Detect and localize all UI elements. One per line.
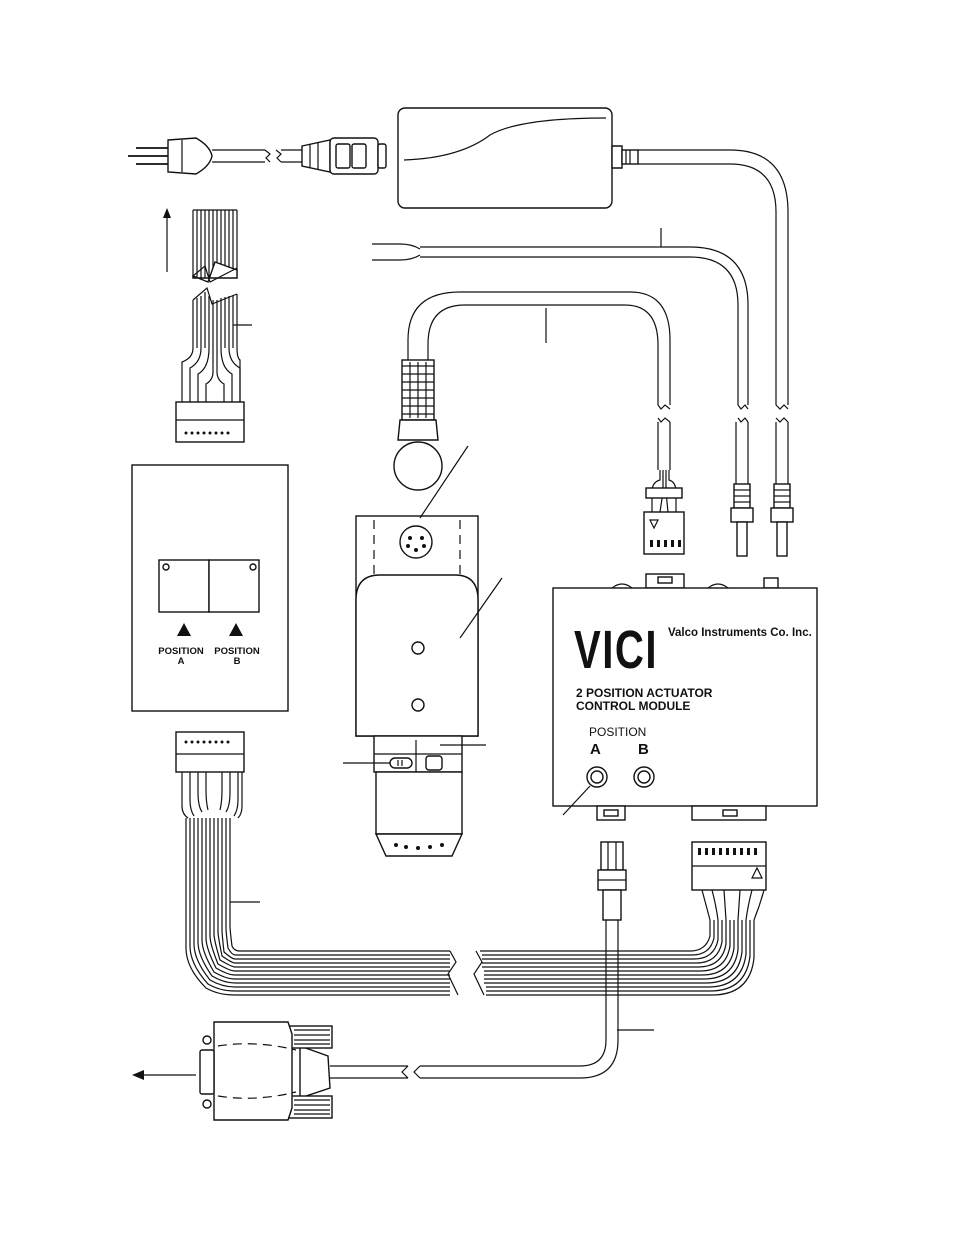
bare-wire-cable [372,228,754,557]
db9-connector [132,1021,333,1121]
power-supply-brick [397,107,794,557]
position-b-button[interactable] [633,766,655,788]
position-a-arrow-icon [177,623,191,636]
button-a-label: A [590,741,601,758]
position-label: POSITION [589,725,646,739]
actuator-cable [393,291,685,555]
arrow-left-icon [132,1070,144,1080]
module-title-line1: 2 POSITION ACTUATOR [576,686,713,700]
vici-logo: VICI [574,620,658,680]
interface-panel: POSITION A POSITION B [131,464,289,712]
button-b-label: B [638,741,649,758]
valve-actuator [343,445,503,857]
position-a-letter: A [178,656,185,667]
ac-power-cord [128,137,387,175]
serial-cable [330,841,654,1079]
module-title-line2: CONTROL MODULE [576,699,690,713]
position-b-label: POSITION [214,646,260,657]
control-module: VICI Valco Instruments Co. Inc. 2 POSITI… [552,573,818,821]
position-a-label: POSITION [158,646,204,657]
ribbon-cable-lower [175,731,767,996]
position-a-button[interactable] [586,766,608,788]
position-b-letter: B [234,656,241,667]
ribbon-cable-upper [163,208,252,443]
position-b-arrow-icon [229,623,243,636]
company-name: Valco Instruments Co. Inc. [668,627,812,639]
